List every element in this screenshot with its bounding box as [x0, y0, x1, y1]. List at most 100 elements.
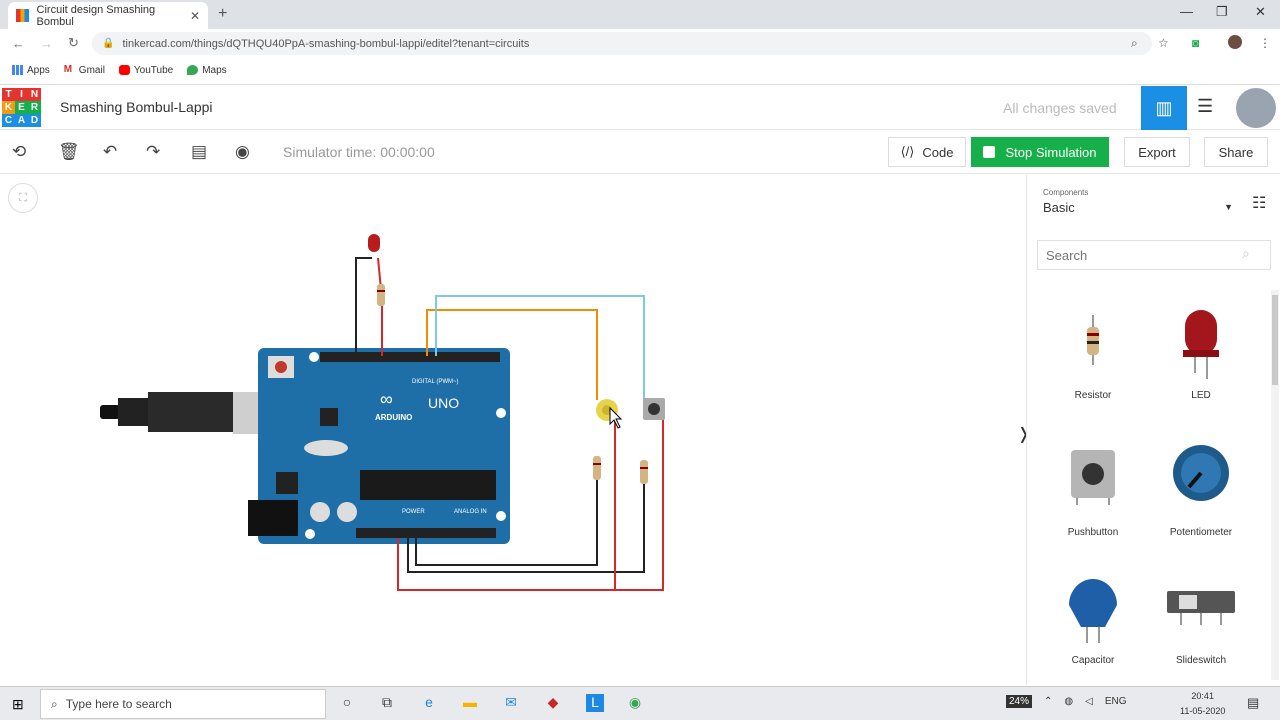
- extension-icon[interactable]: ◙: [1192, 36, 1200, 50]
- zoom-icon[interactable]: ⌕: [1131, 36, 1138, 50]
- bookmark-youtube[interactable]: YouTube: [118, 65, 173, 76]
- back-icon[interactable]: ←: [12, 35, 25, 51]
- forward-icon[interactable]: →: [40, 35, 53, 51]
- lock-icon: 🔒: [102, 38, 115, 49]
- undo-icon[interactable]: ↶: [103, 142, 118, 161]
- edge-icon[interactable]: e: [425, 694, 433, 710]
- logo-letter: N: [28, 88, 41, 101]
- component-led[interactable]: LED: [1151, 305, 1251, 405]
- notes-icon[interactable]: ▤: [191, 142, 208, 161]
- battery-indicator[interactable]: 24%: [1006, 695, 1033, 708]
- component-capacitor[interactable]: Capacitor: [1043, 575, 1143, 675]
- components-label: Components: [1043, 188, 1089, 197]
- bookmark-star-icon[interactable]: ☆: [1158, 36, 1169, 50]
- cortana-icon[interactable]: ○: [342, 694, 352, 710]
- windows-start-icon[interactable]: ⊞: [12, 696, 24, 712]
- taskbar-search-box[interactable]: ⌕ Type here to search: [40, 689, 326, 719]
- taskbar-search-placeholder: Type here to search: [65, 697, 172, 711]
- wire-ground-1: [407, 480, 645, 573]
- wire-led-signal: [377, 257, 383, 356]
- component-search-input[interactable]: [1037, 240, 1271, 270]
- component-label: Pushbutton: [1067, 527, 1119, 538]
- close-tab-icon[interactable]: ✕: [189, 8, 200, 23]
- code-editor-icon: ⟨/⟩: [900, 144, 915, 159]
- redo-icon[interactable]: ↷: [146, 142, 161, 161]
- file-explorer-icon[interactable]: ▬: [463, 694, 477, 710]
- browser-tab[interactable]: Circuit design Smashing Bombul ✕: [8, 2, 208, 29]
- url-field[interactable]: 🔒 tinkercad.com/things/dQTHQU40PpA-smash…: [92, 32, 1152, 55]
- component-resistor[interactable]: Resistor: [1043, 305, 1143, 405]
- task-view-icon[interactable]: ⧉: [382, 694, 392, 710]
- resistor-component[interactable]: [377, 284, 385, 306]
- panel-scroll-thumb[interactable]: [1272, 295, 1278, 385]
- component-potentiometer[interactable]: Potentiometer: [1151, 445, 1251, 545]
- url-text: tinkercad.com/things/dQTHQU40PpA-smashin…: [122, 37, 530, 50]
- rotate-icon[interactable]: ⟲: [12, 142, 27, 161]
- component-list-view-button[interactable]: ☰: [1197, 96, 1213, 117]
- share-button[interactable]: Share: [1204, 137, 1268, 167]
- led-component[interactable]: [368, 234, 380, 252]
- chrome-icon[interactable]: ◉: [628, 694, 642, 710]
- arduino-uno-board[interactable]: ∞ ARDUINO UNO DIGITAL (PWM~) POWER ANALO…: [248, 348, 510, 544]
- network-icon[interactable]: ◍: [1064, 696, 1074, 707]
- apps-grid-icon: [12, 65, 23, 76]
- table-list-icon: ☰: [1197, 96, 1214, 116]
- slideswitch-icon: [1167, 591, 1235, 625]
- panel-scrollbar[interactable]: [1271, 290, 1279, 680]
- component-label: Slideswitch: [1175, 655, 1227, 666]
- volume-icon[interactable]: ◁: [1085, 696, 1093, 707]
- project-name[interactable]: Smashing Bombul-Lappi: [60, 99, 213, 115]
- notifications-icon[interactable]: ▤: [1247, 695, 1260, 710]
- close-window-icon[interactable]: ✕: [1255, 4, 1266, 19]
- bookmark-maps[interactable]: Maps: [187, 65, 227, 76]
- export-button[interactable]: Export: [1124, 137, 1190, 167]
- reload-icon[interactable]: ↻: [68, 35, 79, 50]
- fit-view-button[interactable]: ⛶: [8, 183, 38, 213]
- new-tab-icon[interactable]: +: [218, 5, 228, 22]
- wire-led-ground: [355, 257, 372, 356]
- bookmark-label: Maps: [202, 65, 227, 76]
- visibility-icon[interactable]: ◉: [235, 142, 250, 161]
- bookmark-apps[interactable]: Apps: [12, 65, 50, 76]
- clock-time: 20:41: [1191, 691, 1214, 701]
- components-panel: Components Basic▼ ☷ ⌕ Resistor LED Pushb…: [1026, 175, 1280, 685]
- tray-chevron-icon[interactable]: ⌃: [1044, 696, 1053, 707]
- user-avatar[interactable]: [1236, 88, 1276, 128]
- delete-icon[interactable]: 🗑: [58, 142, 80, 161]
- list-view-icon[interactable]: ☷: [1252, 195, 1267, 212]
- logo-letter: I: [15, 88, 28, 101]
- app-header: T I N K E R C A D Smashing Bombul-Lappi …: [0, 86, 1280, 130]
- bookmark-label: Apps: [27, 65, 50, 76]
- logo-letter: K: [2, 101, 15, 114]
- stop-simulation-button[interactable]: Stop Simulation: [971, 137, 1109, 167]
- component-pushbutton[interactable]: Pushbutton: [1043, 445, 1143, 545]
- mail-icon[interactable]: ✉: [505, 694, 517, 710]
- fit-view-icon: ⛶: [19, 191, 27, 204]
- circuit-canvas[interactable]: ⛶ ∞ ARDUINO UN: [0, 175, 1030, 685]
- resistor-component[interactable]: [640, 460, 648, 484]
- tinkercad-logo[interactable]: T I N K E R C A D: [2, 88, 42, 128]
- code-button[interactable]: ⟨/⟩Code: [888, 137, 966, 167]
- stop-square-icon: [983, 146, 996, 158]
- digital-label: DIGITAL (PWM~): [412, 379, 459, 385]
- component-label: Resistor: [1074, 390, 1112, 401]
- components-dropdown[interactable]: Basic▼: [1043, 200, 1243, 215]
- arduino-infinity-icon: ∞: [380, 389, 393, 409]
- pushbutton-component[interactable]: [643, 398, 665, 420]
- minimize-icon[interactable]: —: [1180, 4, 1193, 19]
- component-slideswitch[interactable]: Slideswitch: [1151, 575, 1251, 675]
- led-icon: [1183, 310, 1219, 379]
- profile-avatar[interactable]: [1228, 35, 1242, 49]
- components-value: Basic: [1043, 200, 1075, 215]
- mcafee-icon[interactable]: ◆: [547, 694, 559, 710]
- language-indicator[interactable]: ENG: [1104, 696, 1127, 707]
- launcher-icon[interactable]: L: [586, 694, 604, 712]
- power-label: POWER: [402, 509, 425, 515]
- circuit-board-icon: ▥: [1155, 97, 1173, 118]
- system-clock[interactable]: 20:41 11-05-2020: [1180, 689, 1225, 719]
- resistor-component[interactable]: [593, 456, 601, 480]
- maximize-icon[interactable]: ❐: [1216, 4, 1228, 19]
- circuit-view-button[interactable]: ▥: [1141, 86, 1187, 130]
- chrome-menu-icon[interactable]: ⋮: [1259, 36, 1271, 50]
